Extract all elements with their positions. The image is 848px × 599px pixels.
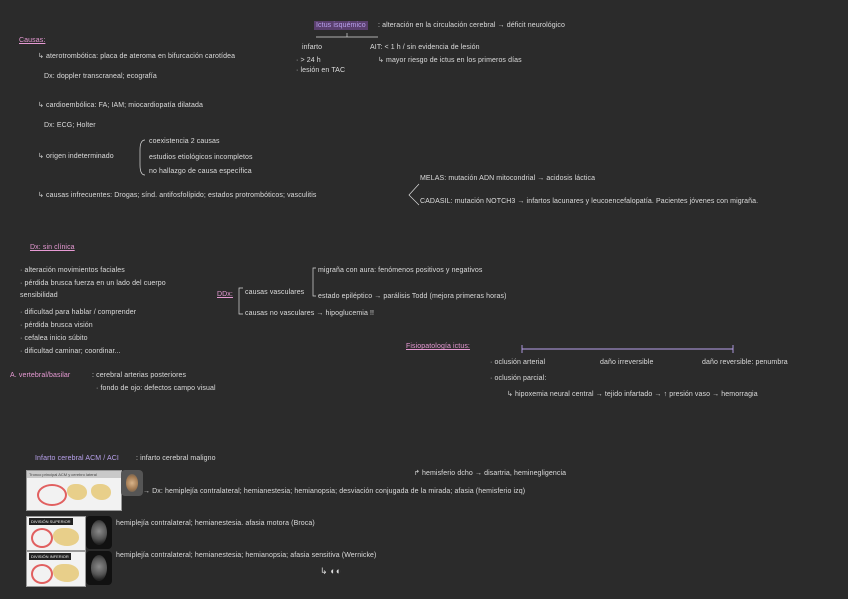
infarto-title-rest: : infarto cerebral maligno — [136, 455, 216, 462]
causa-dx: Dx: doppler transcraneal; ecografía — [44, 73, 157, 80]
ictus-definition: : alteración en la circulación cerebral … — [378, 22, 566, 29]
infarto-title: Infarto cerebral ACM / ACI — [35, 455, 119, 462]
fisiopatologia-title: Fisiopatología ictus: — [406, 343, 470, 350]
ddx-vascular: causas vasculares — [245, 289, 305, 296]
division-inferior-illustration: DIVISIÓN INFERIOR — [26, 551, 86, 587]
clinica-title: Dx: sin clínica — [30, 244, 75, 251]
circ-posterior-label: A. vertebral/basilar — [10, 372, 71, 379]
division-inferior-line: hemiplejía contralateral; hemianestesia;… — [116, 552, 377, 559]
clinica-item: · pérdida brusca visión — [20, 322, 93, 329]
fisiopatologia-cascade: ↳ hipoxemia neural central → tejido infa… — [507, 391, 758, 398]
infarto-branch-item: · > 24 h — [296, 57, 321, 64]
ictus-label: Ictus isquémico — [314, 21, 368, 30]
division-superior-illustration: DIVISIÓN SUPERIOR — [26, 516, 86, 551]
clinica-item: · dificultad caminar; coordinar... — [20, 348, 121, 355]
causa-infrecuentes: ↳ causas infrecuentes: Drogas; sínd. ant… — [38, 192, 317, 199]
lateral-icons: ↳ ◐◐ — [320, 566, 342, 576]
ait-branch-title: AIT: < 1 h / sin evidencia de lesión — [370, 44, 480, 51]
indeterminado-item: estudios etiológicos incompletos — [149, 154, 253, 161]
infarto-branch-title: infarto — [302, 44, 323, 51]
infarto-branch-item: · lesión en TAC — [296, 67, 346, 74]
ct-scan-inferior — [86, 551, 112, 585]
ddx-no-vascular: causas no vasculares → hipoglucemia !! — [245, 310, 375, 317]
illustration-caption: Tronco principal ACM y cerebro lateral — [27, 471, 121, 478]
infarto-dx-line: → Dx: hemiplejía contralateral; hemianes… — [143, 488, 526, 495]
hand-icon — [121, 470, 143, 496]
illustration-caption: DIVISIÓN SUPERIOR — [29, 518, 73, 525]
dano-reversible: daño reversible: penumbra — [702, 359, 788, 366]
cadasil-line: CADASIL: mutación NOTCH3 → infartos lacu… — [420, 198, 759, 205]
ddx-label: DDx: — [217, 291, 233, 298]
oclusion-arterial: · oclusión arterial — [490, 359, 546, 366]
causa-indeterminado: ↳ origen indeterminado — [38, 153, 114, 160]
acm-trunk-illustration: Tronco principal ACM y cerebro lateral — [26, 470, 122, 511]
indeterminado-item: no hallazgo de causa específica — [149, 168, 252, 175]
ct-scan-superior — [86, 516, 112, 549]
circ-posterior-text: · fondo de ojo: defectos campo visual — [96, 385, 216, 392]
causa-cardioembolica: ↳ cardioembólica: FA; IAM; miocardiopatí… — [38, 102, 203, 109]
dano-irreversible: daño irreversible — [600, 359, 654, 366]
clinica-item: · dificultad para hablar / comprender — [20, 309, 137, 316]
clinica-item: sensibilidad — [20, 292, 58, 299]
division-superior-line: hemiplejía contralateral; hemianestesia.… — [116, 520, 315, 527]
clinica-item: · pérdida brusca fuerza en un lado del c… — [20, 280, 166, 287]
causas-title: Causas: — [19, 37, 46, 44]
illustration-caption: DIVISIÓN INFERIOR — [29, 553, 71, 560]
melas-line: MELAS: mutación ADN mitocondrial → acido… — [420, 175, 596, 182]
hemisferio-dcho: ↱ hemisferio dcho → disartria, heminegli… — [414, 470, 567, 477]
circ-posterior-text: : cerebral arterias posteriores — [92, 372, 187, 379]
clinica-item: · cefalea inicio súbito — [20, 335, 88, 342]
indeterminado-item: coexistencia 2 causas — [149, 138, 220, 145]
ddx-migrana: migraña con aura: fenómenos positivos y … — [318, 267, 483, 274]
clinica-item: · alteración movimientos faciales — [20, 267, 125, 274]
oclusion-parcial: · oclusión parcial: — [490, 375, 547, 382]
ait-branch-item: ↳ mayor riesgo de ictus en los primeros … — [378, 57, 522, 64]
ddx-epilepsia: estado epiléptico → parálisis Todd (mejo… — [318, 293, 507, 300]
causa-dx: Dx: ECG; Holter — [44, 122, 96, 129]
causa-aterotrombotica: ↳ aterotrombótica: placa de ateroma en b… — [38, 53, 236, 60]
